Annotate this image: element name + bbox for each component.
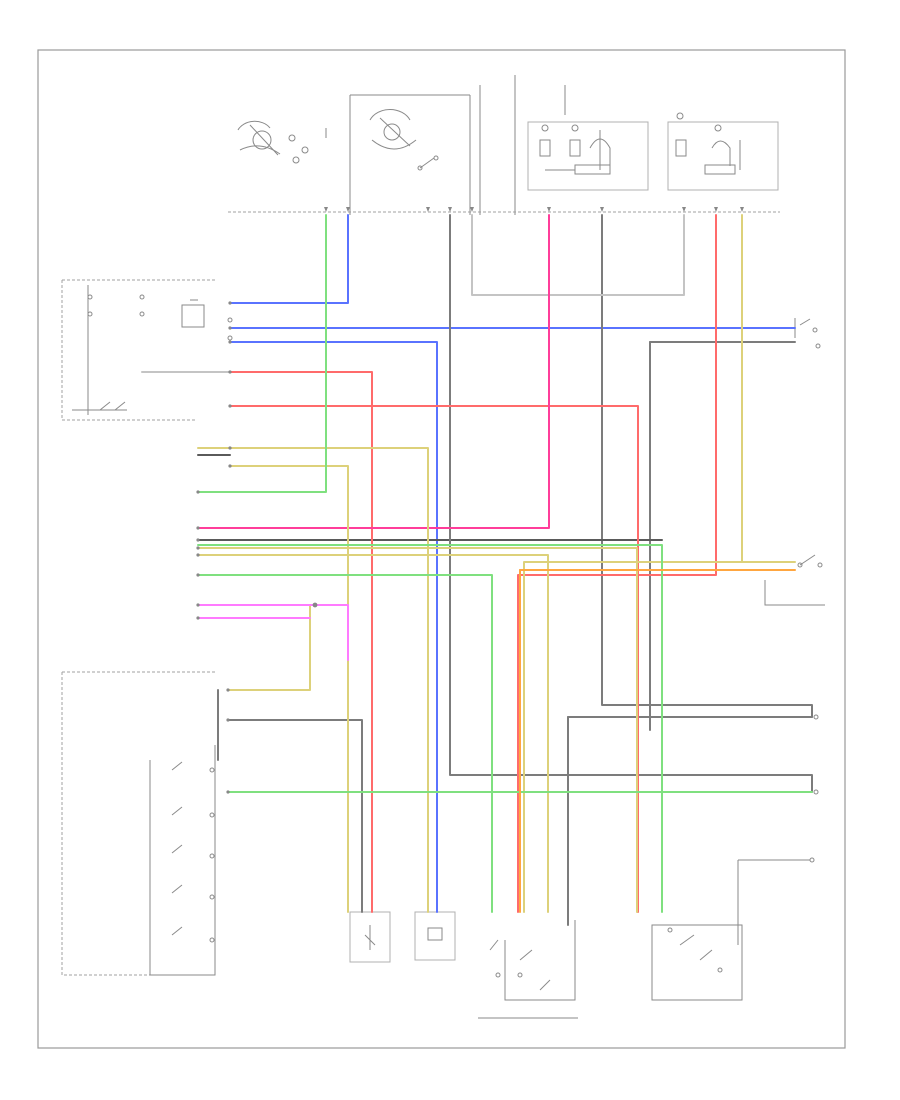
wire-yellow-mini (227, 604, 311, 691)
wire-yellow-4 (523, 214, 743, 913)
diagram-border (37, 49, 846, 1049)
wire-lgray-top (471, 214, 685, 296)
wire-green-2 (197, 544, 663, 913)
wire-green-3 (197, 574, 493, 913)
left-control-module-lower (61, 671, 216, 976)
right-terminals (737, 714, 819, 945)
bottom-switch-assembly-center (478, 920, 578, 1019)
wire-blue-1 (229, 214, 349, 304)
left-control-module-upper (61, 279, 233, 421)
right-switch-middle (764, 554, 825, 606)
wire-yellow-2 (229, 465, 349, 913)
right-switch-upper (794, 318, 821, 349)
wire-yellow-1 (197, 447, 429, 913)
top-right-relay-block (667, 112, 779, 191)
wire-magenta-1 (197, 604, 349, 661)
top-connector-arrows (324, 207, 744, 212)
bottom-switch-assembly-right (651, 924, 743, 1001)
wire-gray-mid (601, 214, 813, 718)
wire-red-3 (517, 214, 717, 913)
wire-gray-left (227, 719, 363, 913)
wire-pink-1 (197, 214, 550, 529)
wire-blue-3 (229, 341, 438, 913)
wire-red-2 (229, 405, 639, 913)
wire-green-1 (197, 214, 327, 493)
wire-red-1 (229, 371, 373, 913)
top-left-switch-assembly (237, 120, 327, 164)
top-fuse-block (514, 75, 649, 215)
wire-gray-center (449, 214, 813, 793)
bottom-sensor-2 (414, 911, 456, 961)
top-middle-switch-assembly (349, 85, 481, 215)
bottom-sensor-1 (349, 911, 391, 963)
wire-yellow-3 (197, 547, 638, 913)
